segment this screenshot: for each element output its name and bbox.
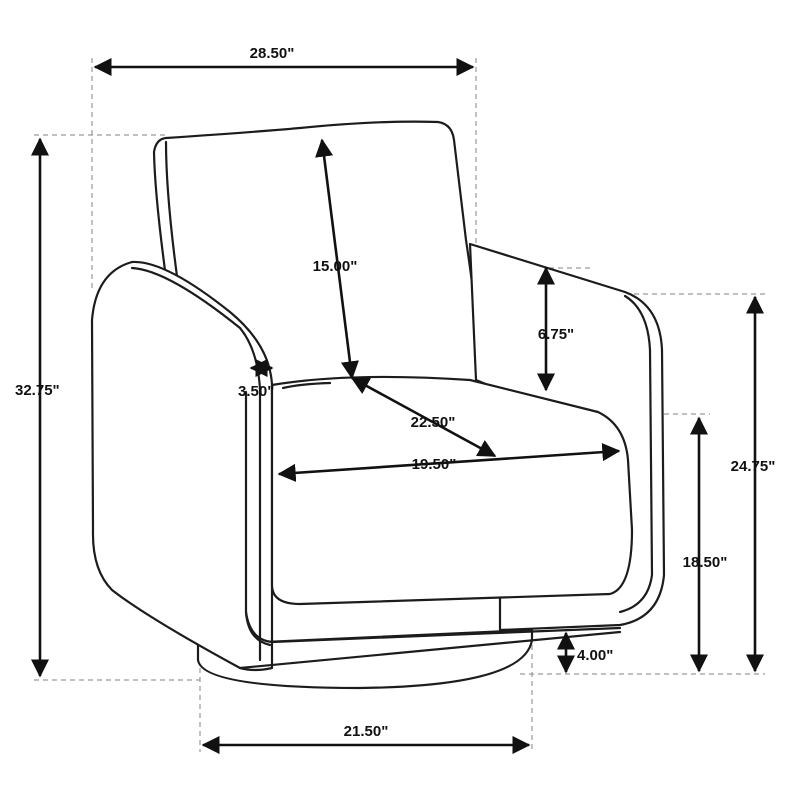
dimension-labels: 28.50" 32.75" 15.00" 6.75" 3.50" 22.50" … bbox=[15, 45, 775, 740]
back-height-label: 15.00" bbox=[313, 258, 358, 275]
dimension-arrows bbox=[30, 57, 765, 755]
overall-height-label: 32.75" bbox=[15, 382, 60, 399]
base-height-label: 4.00" bbox=[577, 647, 613, 664]
seat-cushion bbox=[270, 375, 634, 606]
extension-lines bbox=[34, 58, 765, 752]
arm-above-seat-label: 6.75" bbox=[538, 326, 574, 343]
seat-depth-label: 22.50" bbox=[411, 414, 456, 431]
seat-depth-arrow bbox=[350, 376, 497, 458]
seat-width-arrow bbox=[277, 443, 621, 482]
arm-width-label: 3.50" bbox=[238, 383, 274, 400]
arm-height-label: 24.75" bbox=[731, 458, 776, 475]
base-width-label: 21.50" bbox=[344, 723, 389, 740]
back-height-arrow bbox=[315, 138, 359, 380]
seat-width-label: 19.50" bbox=[412, 456, 457, 473]
seat-height-label: 18.50" bbox=[683, 554, 728, 571]
overall-width-label: 28.50" bbox=[250, 45, 295, 62]
swivel-base bbox=[196, 628, 534, 690]
chair-outline bbox=[90, 120, 666, 690]
